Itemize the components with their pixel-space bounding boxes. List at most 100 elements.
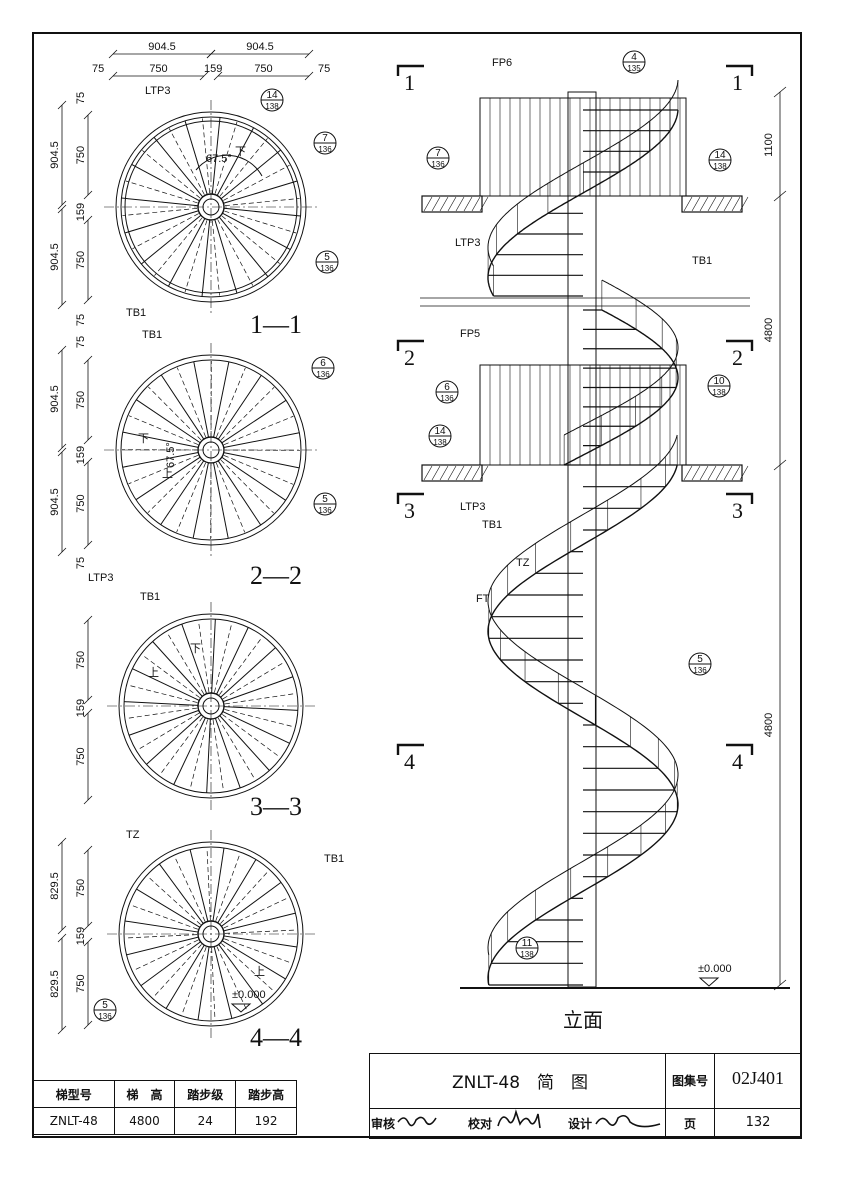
plan-2-2-tread-hidden [128,454,199,485]
dim-1-159: 159 [75,203,87,221]
elev-landing-rail-fp5 [479,364,687,466]
elev-slab-hatch [455,196,465,212]
cell-height: 4800 [113,1107,176,1135]
dim-2-75a: 75 [75,336,87,348]
elev-slab-hatch [723,465,733,481]
elev-slab-right-upper [681,195,743,213]
plan-2-2-tread-hidden [128,415,199,445]
plan-2-2-tread-line [223,432,300,449]
dim-mid-right-label: 750 [254,63,272,75]
section-1-left-bracket [396,64,424,76]
elev-slab-hatch [455,465,465,481]
plan1-ref-14-138-sheet: 138 [265,102,279,111]
plan-3-3-tread-line [128,709,199,736]
dim-75-right: 75 [318,63,330,75]
dim-4-upper-label: 829.5 [49,872,61,900]
elev-slab-left-upper [421,195,483,213]
section-1-left-label: 1 [404,70,415,95]
plan-1-1-tread-hidden [214,121,238,194]
plan-1-1-tread-hidden [125,180,198,204]
plan-1-1-tread-line [223,180,298,204]
section-2-left-label: 2 [404,345,415,370]
section-3-right-label: 3 [732,498,743,523]
dim-top-left-tick-a [108,49,118,59]
dim-3-750a-tick-b [83,695,93,705]
plan-2-2-tread-hidden [220,459,274,514]
plan2-angle-label: 67.5° [165,442,177,468]
page-value: 132 [745,1115,771,1130]
plan-1-1-tread-line [216,127,255,196]
plan-2-2-inner-rail [120,359,302,541]
view-title-4-4: 4—4 [250,1023,302,1052]
elev-ltp3-upper-label: LTP3 [455,237,480,249]
plan-4-4-tread-hidden [181,947,207,1016]
plan-4-4-tread-line [136,888,201,928]
plan-1-1-tread-hidden [142,150,201,199]
plan-2-2-tread-line [193,361,210,438]
plan1-angle-arc [195,154,263,177]
plan-3-3-tread-hidden [137,712,200,751]
plan-4-4-tread-hidden [133,939,199,971]
plan-2-2-tread-hidden [216,367,246,438]
page-label: 页 [683,1117,696,1131]
elev-slab-hatch [431,465,441,481]
plan-1-1-tread-line [222,212,291,251]
plan-1-1-tread-line [214,219,238,294]
section-4-right-bracket [726,743,754,755]
elev-ref-10-138-number: 10 [713,376,725,387]
plan-3-3-tread-hidden [125,707,198,719]
elev-ref-4-135-sheet: 135 [627,64,641,73]
dim-2-750b-label: 750 [75,494,87,512]
elev-slab-hatch [471,196,481,212]
plan-3-3-tread-hidden [217,717,256,780]
dim-1-upper-tick-b [57,200,67,210]
elev-slab-hatch [431,196,441,212]
view-title-1-1: 1—1 [250,310,302,339]
plan-2-2-tread-line [122,451,199,468]
plan-views [57,49,318,1038]
elev-fp6-label: FP6 [492,57,512,69]
elev-fp5-label: FP5 [460,328,480,340]
dim-1-upper-tick-a [57,100,67,110]
plan-3-3-tread-line [211,619,216,694]
plan-4-4-outer-rail [118,841,304,1027]
atlas-label: 图集号 [671,1074,708,1088]
dim-top-left-label: 904.5 [148,41,176,53]
dim-4-lower-tick-a [57,933,67,943]
plan-3-3-tread-hidden [198,620,210,693]
elev-ref-7-136-sheet: 136 [431,160,445,169]
plan-2-2-tread-line [221,456,286,501]
elev-helix-upper-handrail [487,79,679,267]
section-1-right-label: 1 [732,70,743,95]
dim-2-75b: 75 [75,557,87,569]
dim-mid-left-label: 750 [149,63,167,75]
dim-3-750b-tick-b [83,795,93,805]
section-2-left-bracket [396,339,424,351]
dim-top-right-label: 904.5 [246,41,274,53]
plan-3-3-tread-hidden [214,622,233,693]
elev-slab-hatch [739,465,749,481]
cell-type: ZNLT-48 [33,1107,115,1135]
section-1-right-bracket [726,64,754,76]
plan-1-1-tread-line [153,137,204,198]
plan-1-1-tread-line [131,163,200,202]
elev-ref-5-136-sheet: 136 [693,666,707,675]
design-label: 设计 [568,1117,593,1131]
elev-ref-11-138-sheet: 138 [520,950,534,959]
plan4-ref-5-136-sheet: 136 [98,1012,112,1021]
plan-3-3-tread-line [124,701,199,706]
dim-2-750b-tick-a [83,457,93,467]
plan-2-2-tread-hidden [176,462,206,533]
plan3-down-label: 下 [190,643,201,655]
elev-slab-hatch [479,465,489,481]
plan-1-1-tread-hidden [224,198,300,207]
elev-slab-hatch [423,196,433,212]
plan-2-2-tread-hidden [223,455,294,485]
elev-slab-hatch [723,196,733,212]
plan1-ref-7-136-sheet: 136 [318,145,332,154]
plan-3-3-tread-hidden [159,717,203,776]
